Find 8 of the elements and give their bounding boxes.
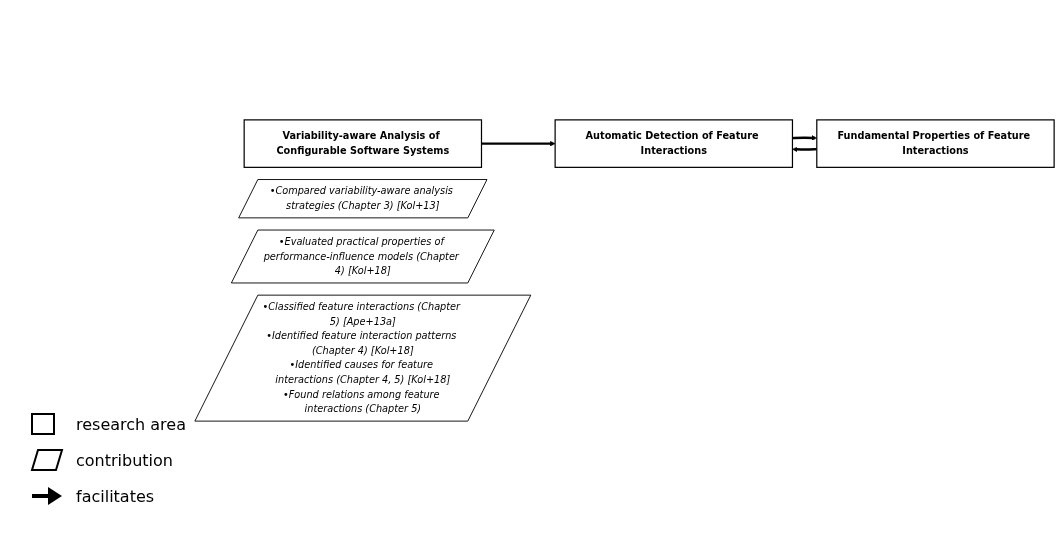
legend-text: research area: [76, 414, 186, 434]
legend-text: facilitates: [76, 486, 155, 506]
node-box: Automatic Detection of Feature Interactions: [554, 119, 794, 168]
legend-text: contribution: [76, 450, 173, 470]
node-box: Variability-aware Analysis of Configurable Software Systems: [243, 119, 483, 168]
node-box: Fundamental Properties of Feature Interactions: [816, 119, 1055, 168]
arrow: [792, 146, 817, 153]
arrow: [481, 140, 556, 147]
